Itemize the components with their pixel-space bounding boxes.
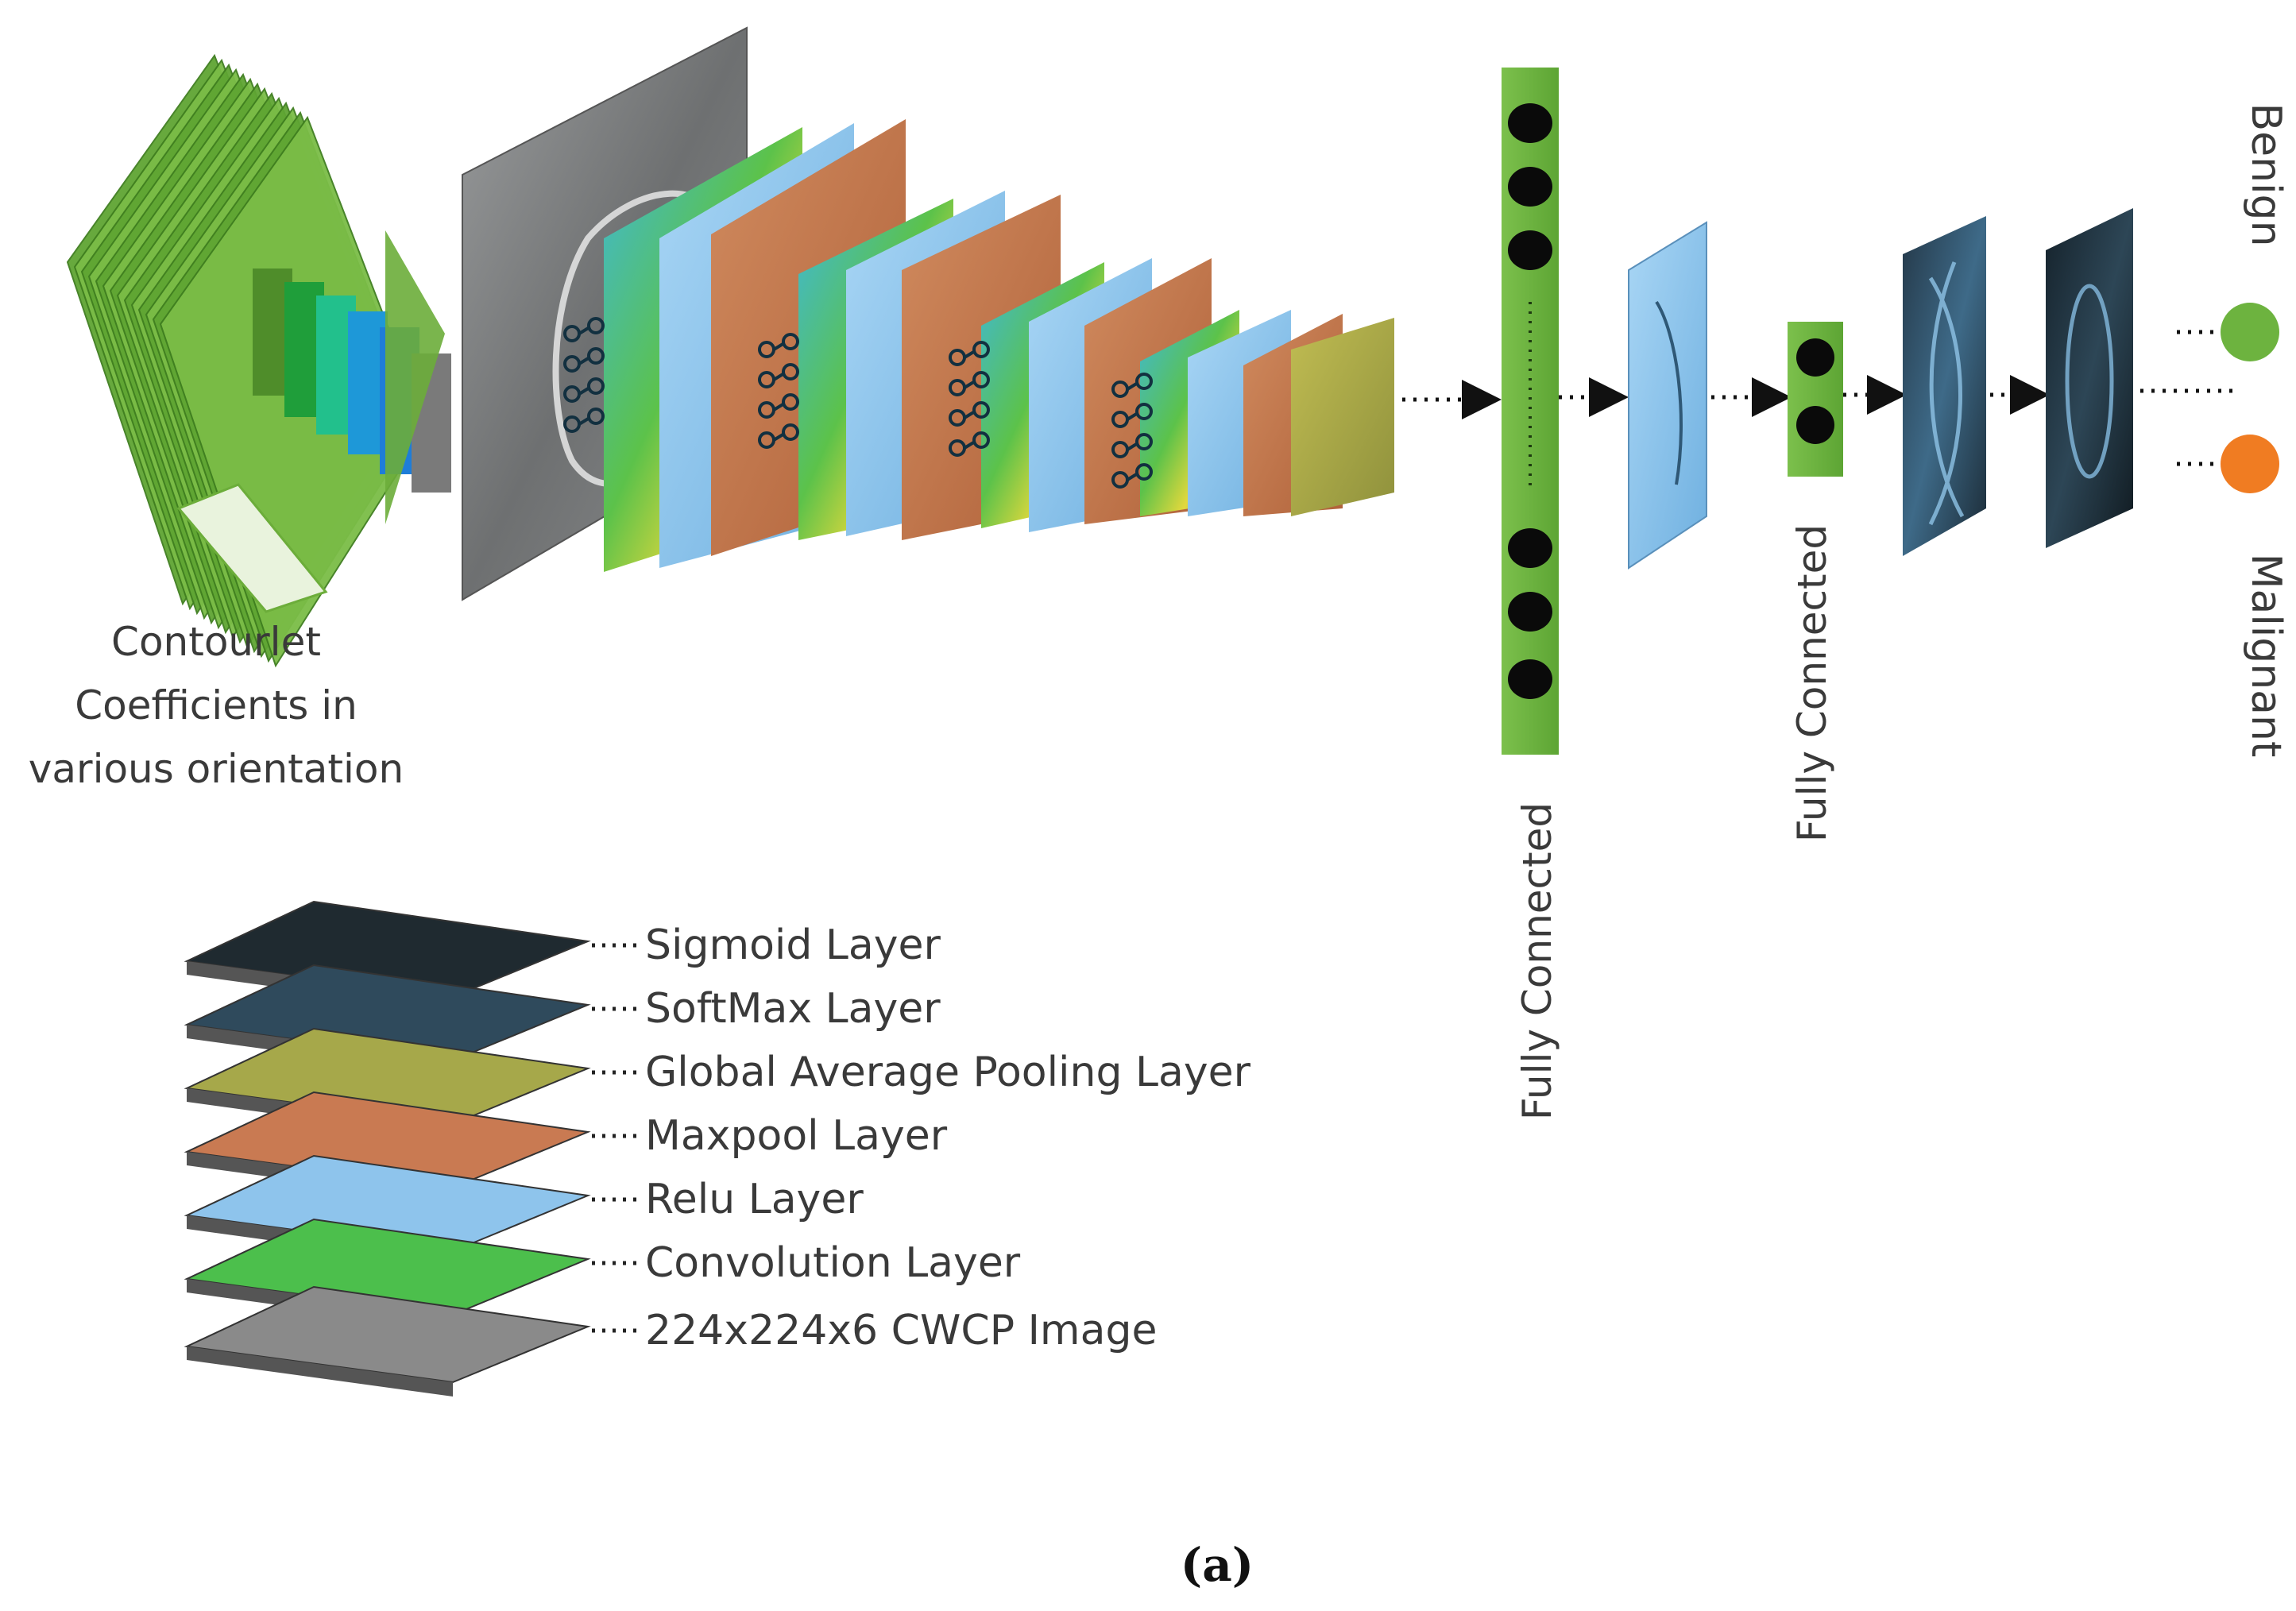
fc1-neuron bbox=[1508, 103, 1552, 143]
legend-label: Relu Layer bbox=[645, 1176, 864, 1223]
legend-label: 224x224x6 CWCP Image bbox=[645, 1307, 1157, 1354]
neuron-connection-icon bbox=[758, 333, 799, 449]
fc1-neuron bbox=[1508, 167, 1552, 207]
flow-arrows bbox=[1402, 330, 2232, 466]
malignant-output-node bbox=[2221, 435, 2279, 493]
fc2-neuron bbox=[1796, 338, 1834, 377]
input-arrow bbox=[385, 230, 445, 524]
neuron-connection-icon bbox=[1111, 373, 1153, 489]
fully-connected-layer-2 bbox=[1788, 322, 1843, 477]
fully-connected-label-2: Fully Connected bbox=[1789, 524, 1835, 842]
fc1-neuron bbox=[1508, 592, 1552, 632]
legend-label: SoftMax Layer bbox=[645, 985, 941, 1033]
softmax-texture bbox=[1928, 261, 1965, 526]
legend-label: Maxpool Layer bbox=[645, 1112, 948, 1160]
fully-connected-layer-1 bbox=[1502, 68, 1559, 755]
input-caption-line-2: Coefficients in bbox=[75, 682, 358, 728]
fc-feature-map bbox=[1628, 221, 1707, 570]
figure-caption: (a) bbox=[1181, 1538, 1254, 1592]
neuron-connection-icon bbox=[949, 341, 990, 457]
legend-label: Sigmoid Layer bbox=[645, 921, 941, 969]
input-subband-thumbnail bbox=[176, 483, 328, 613]
fc-feature-contour bbox=[1655, 300, 1683, 485]
malignant-label: Malignant bbox=[2242, 554, 2290, 758]
input-caption-line-1: Contourlet bbox=[111, 619, 321, 665]
legend-label: Global Average Pooling Layer bbox=[645, 1049, 1251, 1096]
fully-connected-label-1: Fully Connected bbox=[1514, 802, 1560, 1120]
fc2-neuron bbox=[1796, 406, 1834, 444]
neuron-connection-icon bbox=[563, 317, 605, 433]
fc1-neuron bbox=[1508, 659, 1552, 699]
softmax-layer bbox=[1903, 216, 1986, 556]
legend-label: Convolution Layer bbox=[645, 1239, 1021, 1287]
fc1-neuron bbox=[1508, 528, 1552, 568]
contourlet-input-stack bbox=[66, 53, 451, 668]
feature-map-pipeline bbox=[462, 26, 1394, 601]
sigmoid-contour bbox=[2065, 284, 2114, 479]
sigmoid-layer bbox=[2046, 208, 2133, 548]
legend-layer-plate bbox=[184, 1285, 640, 1397]
benign-output-node bbox=[2221, 303, 2279, 361]
global-average-pooling-layer bbox=[1291, 318, 1394, 516]
benign-label: Benign bbox=[2242, 102, 2290, 246]
fc1-neuron bbox=[1508, 230, 1552, 270]
input-caption-line-3: various orientation bbox=[29, 746, 404, 792]
